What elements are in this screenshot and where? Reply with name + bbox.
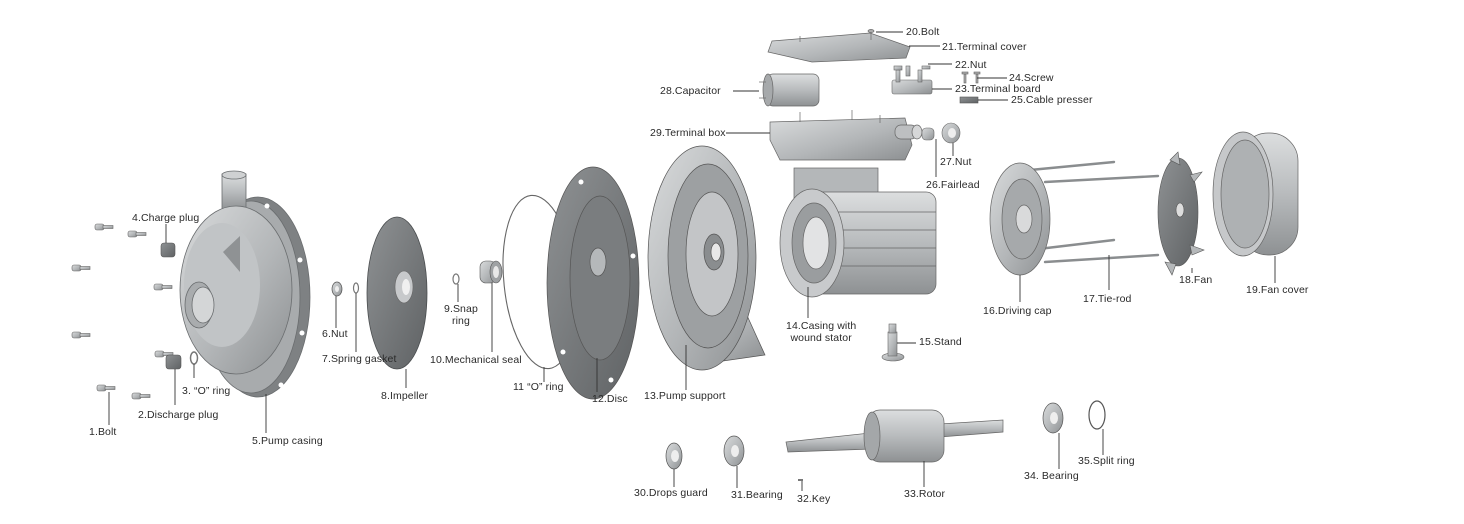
bolt-part — [127, 230, 147, 238]
fairlead-part — [921, 127, 935, 141]
snap-ring-part — [452, 273, 460, 285]
part-label-14-line1: 14.Casing with — [786, 320, 857, 332]
discharge-plug-part — [165, 354, 182, 370]
bolt-parts — [71, 223, 174, 400]
part-label-25: 25.Cable presser — [1011, 94, 1093, 106]
part-label-32: 32.Key — [797, 493, 831, 505]
part-label-4: 4.Charge plug — [132, 212, 200, 224]
bolt-part — [131, 392, 151, 400]
pump-casing-part — [179, 170, 311, 398]
bolt-part — [71, 264, 91, 272]
pump-support-part — [647, 145, 766, 371]
charge-plug-part — [160, 242, 176, 258]
cable-presser-part — [959, 96, 979, 104]
part-label-15: 15.Stand — [919, 336, 962, 348]
part-label-9-line1: 9.Snap — [444, 303, 478, 315]
part-label-20: 20.Bolt — [906, 26, 940, 38]
part-label-8: 8.Impeller — [381, 390, 429, 402]
part-label-30: 30.Drops guard — [634, 487, 708, 499]
bearing-rear-part — [1042, 402, 1064, 434]
part-label-28: 28.Capacitor — [660, 85, 721, 97]
part-label-9: 9.Snap ring — [444, 303, 478, 327]
impeller-part — [366, 216, 428, 370]
split-ring-part — [1088, 400, 1106, 430]
part-label-26: 26.Fairlead — [926, 179, 980, 191]
capacitor-part — [759, 73, 820, 107]
part-label-29: 29.Terminal box — [650, 127, 726, 139]
part-label-13: 13.Pump support — [644, 390, 726, 402]
part-label-22: 22.Nut — [955, 59, 987, 71]
driving-cap-part — [989, 162, 1051, 276]
part-label-9-line2: ring — [451, 315, 470, 327]
part-label-31: 31.Bearing — [731, 489, 783, 501]
bolt-part — [71, 331, 91, 339]
part-label-10: 10.Mechanical seal — [430, 354, 522, 366]
part-label-18: 18.Fan — [1179, 274, 1213, 286]
part-label-21: 21.Terminal cover — [942, 41, 1027, 53]
part-label-17: 17.Tie-rod — [1083, 293, 1132, 305]
part-label-14: 14.Casing with wound stator — [786, 320, 856, 344]
nut-part — [331, 281, 343, 297]
terminal-box-part — [769, 110, 923, 161]
rotor-part — [785, 409, 1004, 463]
part-label-19: 19.Fan cover — [1246, 284, 1309, 296]
fan-part — [1157, 151, 1205, 276]
part-label-6: 6.Nut — [322, 328, 348, 340]
part-label-1: 1.Bolt — [89, 426, 117, 438]
part-label-23: 23.Terminal board — [955, 83, 1041, 95]
leader-lines — [108, 31, 1276, 491]
drops-guard-part — [665, 442, 683, 470]
o-ring-small-part — [189, 351, 199, 365]
mechanical-seal-part — [479, 260, 503, 284]
terminal-cover-part — [767, 29, 911, 63]
part-label-14-line2: wound stator — [790, 332, 852, 344]
spring-gasket-part — [352, 282, 360, 294]
part-label-33: 33.Rotor — [904, 488, 946, 500]
part-label-12: 12.Disc — [592, 393, 628, 405]
bolt-part — [96, 384, 116, 392]
fan-cover-part — [1212, 131, 1299, 257]
part-label-7: 7.Spring gasket — [322, 353, 397, 365]
part-label-24: 24.Screw — [1009, 72, 1054, 84]
part-label-11: 11 “O” ring — [513, 381, 564, 393]
part-label-35: 35.Split ring — [1078, 455, 1135, 467]
bearing-front-part — [723, 435, 745, 467]
disc-part — [546, 166, 640, 400]
part-label-34: 34. Bearing — [1024, 470, 1079, 482]
bolt-part — [94, 223, 114, 231]
terminal-board-part — [891, 65, 933, 95]
part-label-2: 2.Discharge plug — [138, 409, 219, 421]
terminal-nut-part — [941, 122, 961, 144]
screw-part — [961, 71, 981, 84]
part-label-5: 5.Pump casing — [252, 435, 323, 447]
key-part — [798, 479, 803, 481]
part-label-3: 3. “O” ring — [182, 385, 231, 397]
bolt-part — [153, 283, 173, 291]
part-label-16: 16.Driving cap — [983, 305, 1052, 317]
stand-part — [881, 323, 905, 362]
part-label-27: 27.Nut — [940, 156, 972, 168]
stator-casing-part — [779, 167, 937, 298]
